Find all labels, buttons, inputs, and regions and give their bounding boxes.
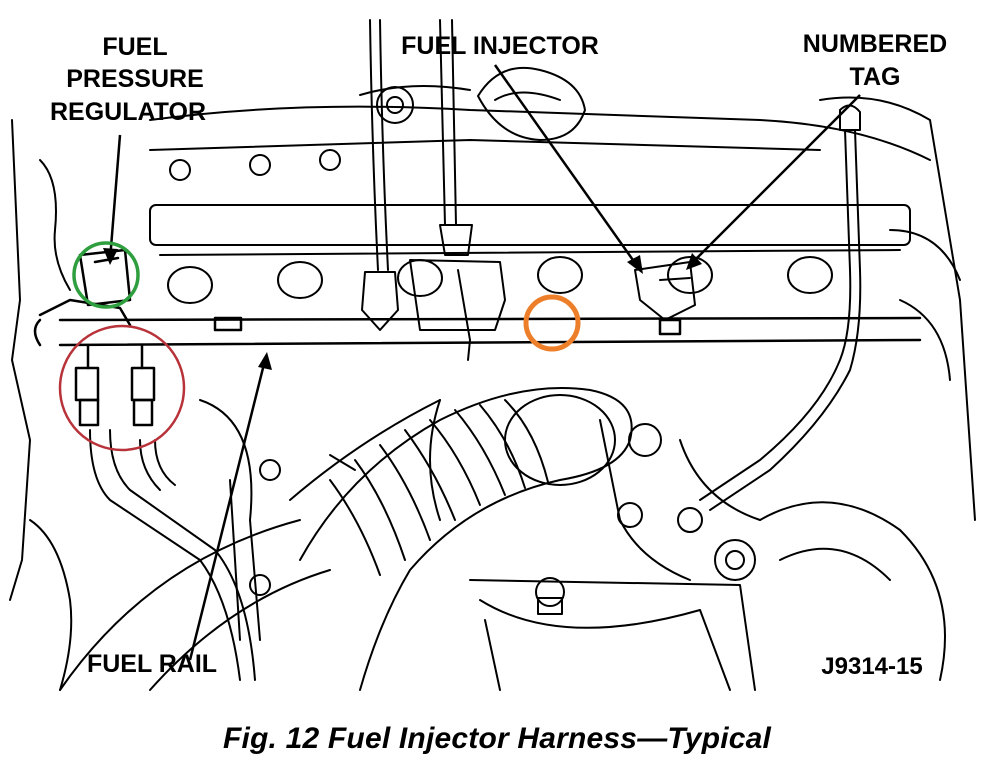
label-fuel-line1: FUEL — [102, 33, 167, 61]
figure-id: J9314-15 — [821, 653, 922, 680]
label-numbered-tag: NUMBERED TAG — [803, 30, 947, 91]
label-pressure-line2: PRESSURE — [66, 65, 204, 93]
engine-linework — [9, 19, 976, 691]
label-numbered-line1: NUMBERED — [803, 30, 947, 58]
injector-connector-highlight — [523, 294, 581, 352]
figure-caption: Fig. 12 Fuel Injector Harness—Typical — [222, 722, 772, 755]
fuel-rail — [33, 316, 922, 347]
label-fuel-pressure-regulator: FUEL PRESSURE REGULATOR — [50, 33, 206, 126]
label-regulator-line3: REGULATOR — [50, 98, 206, 126]
label-tag-line2: TAG — [850, 63, 901, 91]
fuel-line-fittings-highlight — [58, 324, 186, 452]
label-fuel-rail: FUEL RAIL — [87, 650, 217, 678]
leader-lines — [108, 64, 861, 661]
leader-arrowheads — [103, 248, 702, 370]
air-intake-hose — [59, 387, 633, 691]
fuel-pressure-regulator-highlight — [72, 241, 140, 309]
label-fuel-injector: FUEL INJECTOR — [401, 32, 599, 60]
